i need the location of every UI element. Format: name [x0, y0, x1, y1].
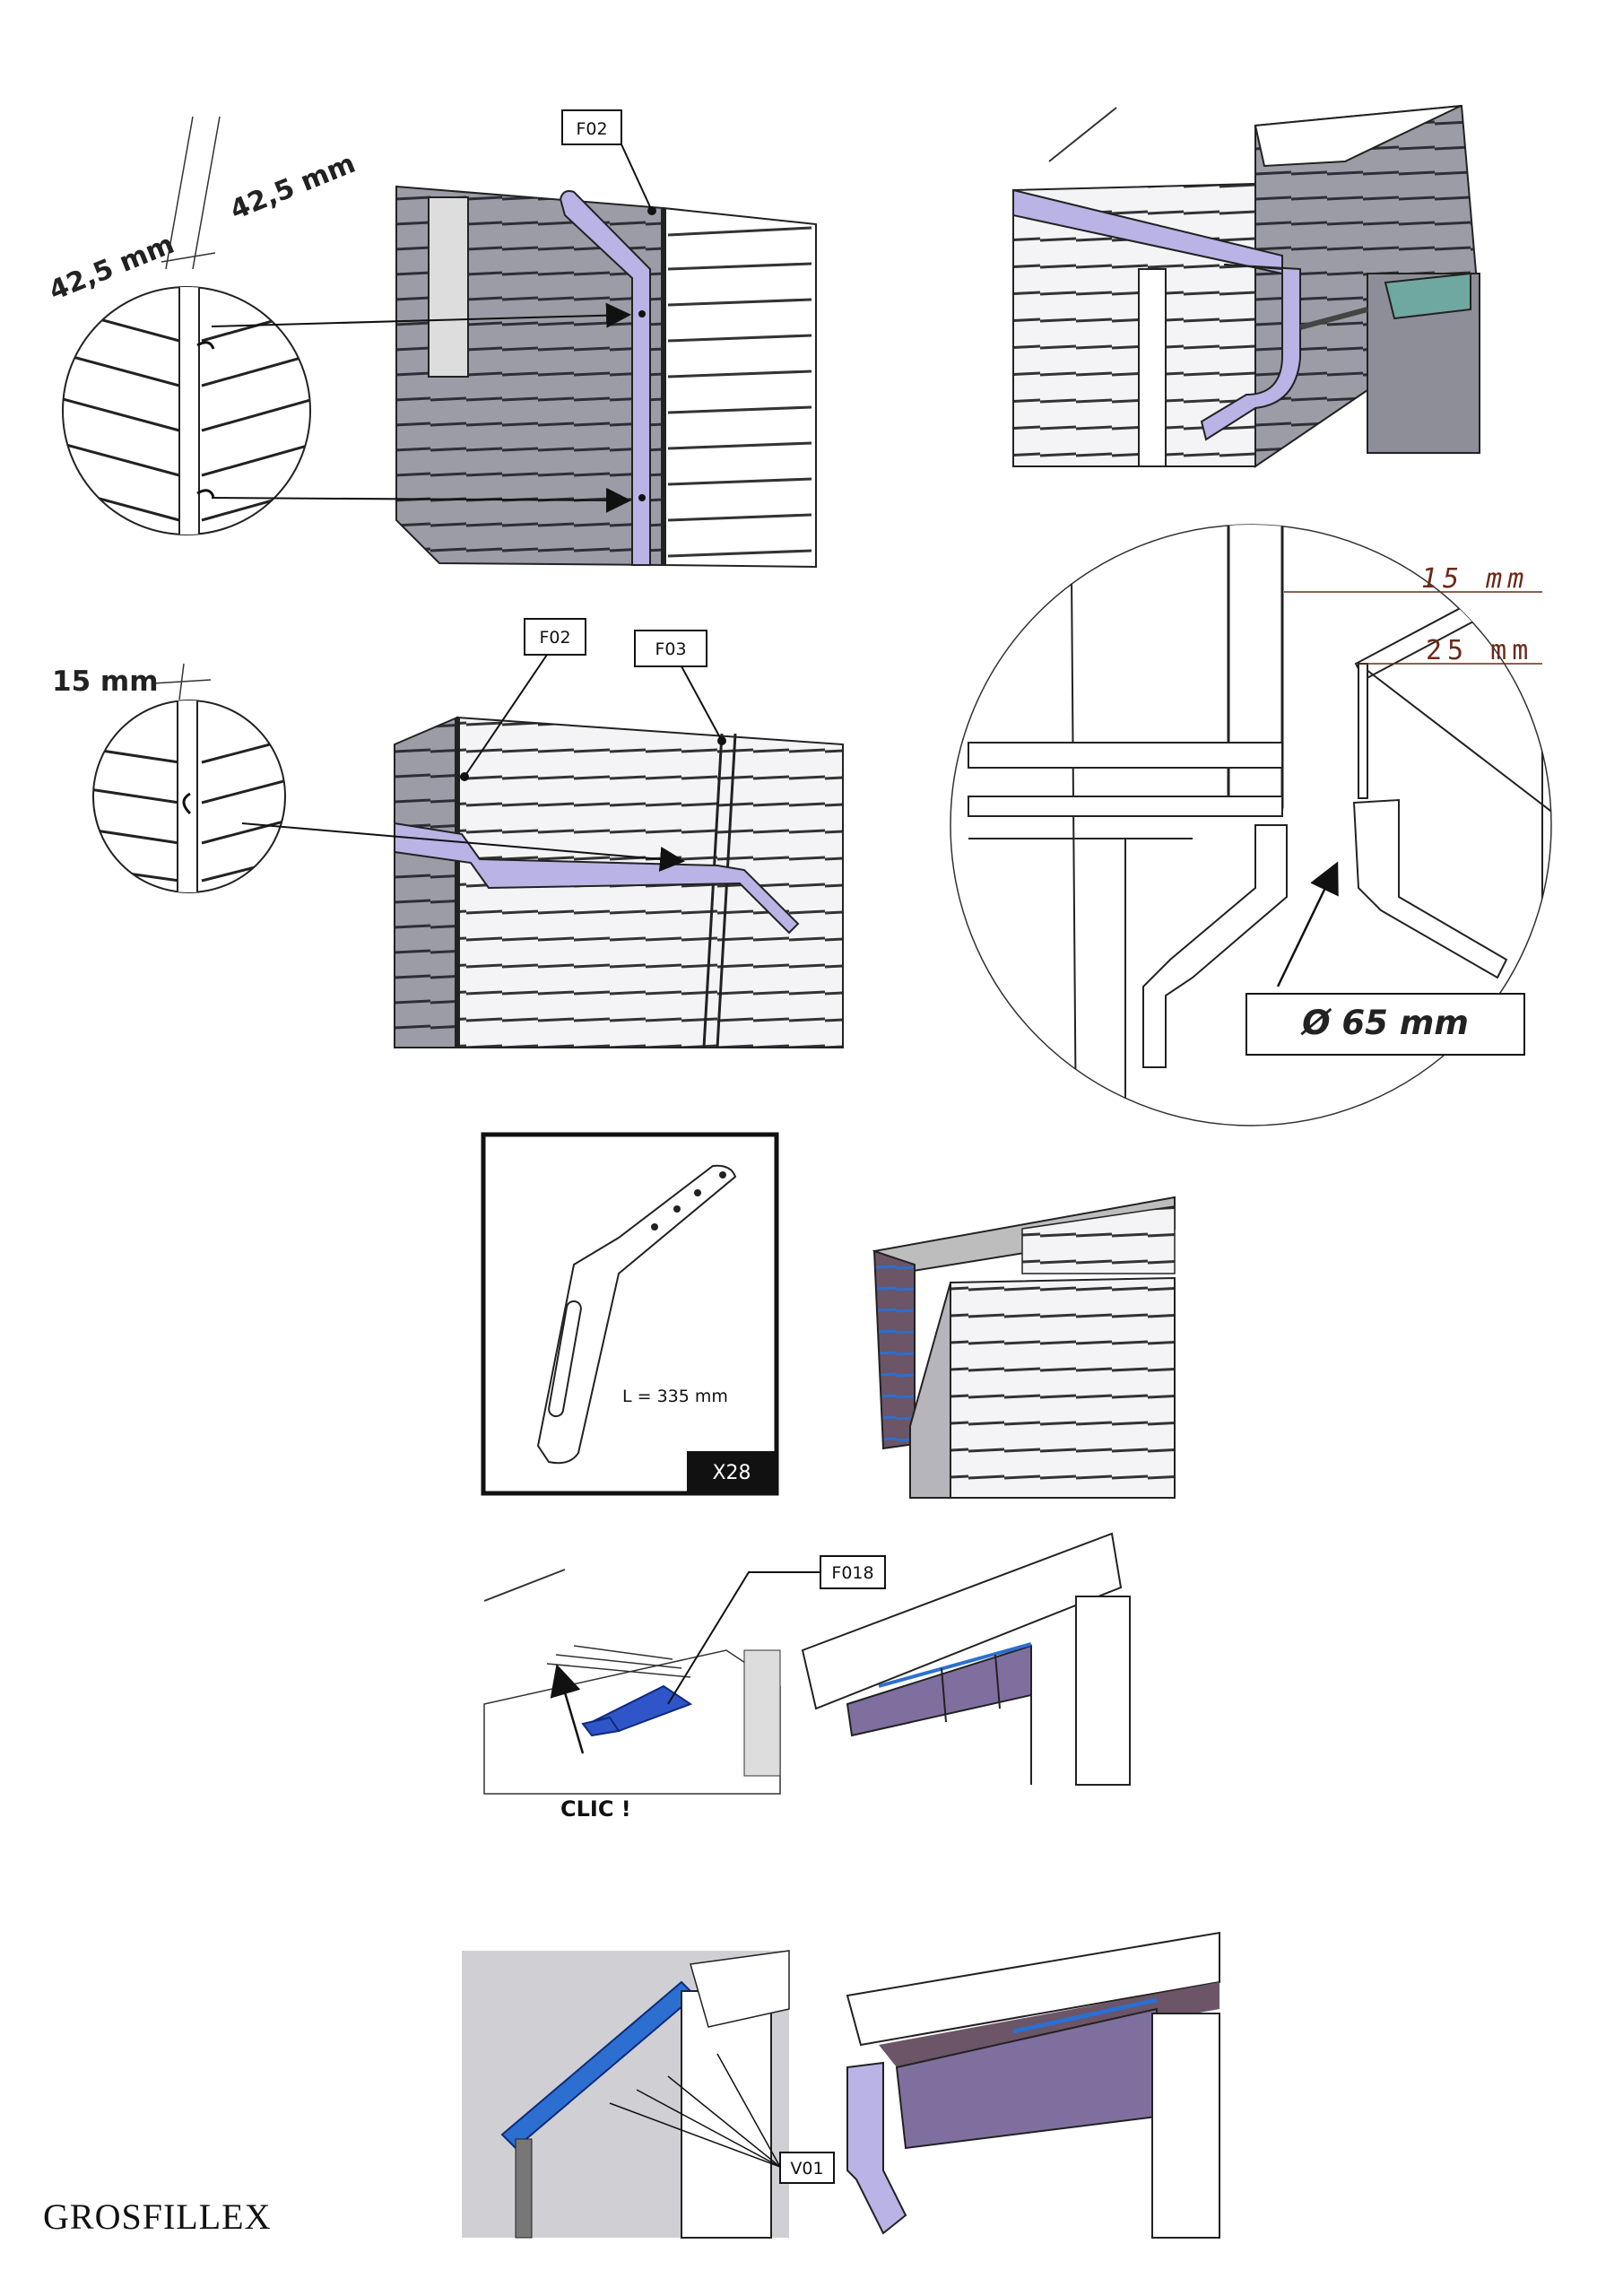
- diameter-label-box: [1245, 993, 1525, 1056]
- panel-eaves-view: [872, 1196, 1176, 1499]
- tag-box-v01: [779, 2152, 835, 2184]
- dimension-15mm-gutter: 15 mm: [1421, 563, 1529, 595]
- diameter-65mm: Ø 65 mm: [1300, 1004, 1469, 1042]
- brand-footer: GROSFILLEX: [43, 2196, 272, 2237]
- detail-magnifier-clip: [92, 700, 286, 893]
- tag-box-f02-p1: [561, 109, 622, 145]
- bracket-quantity: X28: [712, 1462, 751, 1484]
- clic-instruction: CLIC !: [560, 1796, 631, 1822]
- panel-corner-overview: [1012, 104, 1481, 468]
- tag-box-f03: [634, 630, 707, 667]
- panel-downpipe-fixing: F02 42,5 mm 42,5 mm: [45, 109, 817, 569]
- tag-box-f018: [820, 1555, 886, 1589]
- panel-gutter-section: 15 mm 25 mm Ø 65 mm: [950, 524, 1552, 1126]
- detail-magnifier-clips: [62, 286, 311, 535]
- part-tag-f03: F03: [655, 639, 686, 659]
- part-tag-v01: V01: [790, 2159, 823, 2179]
- part-tag-f02: F02: [576, 119, 607, 139]
- tag-box-f02-p2: [524, 618, 586, 656]
- panel-clip-detail: CLIC ! F018: [483, 1555, 886, 1822]
- dimension-42-5-right: 42,5 mm: [226, 148, 360, 227]
- panel-horizontal-pipe: F02 F03 15 mm: [52, 618, 844, 1048]
- panel-final-assembly: V01: [462, 1931, 1220, 2239]
- dimension-15mm: 15 mm: [52, 665, 159, 698]
- part-tag-f018: F018: [831, 1563, 873, 1583]
- dimension-25mm: 25 mm: [1426, 635, 1533, 666]
- part-tag-f02-p2: F02: [539, 628, 570, 648]
- panel-brackets-installed: [801, 1532, 1131, 1786]
- panel-bracket-part: L = 335 mm X28: [481, 1132, 779, 1496]
- bracket-length: L = 335 mm: [622, 1387, 728, 1406]
